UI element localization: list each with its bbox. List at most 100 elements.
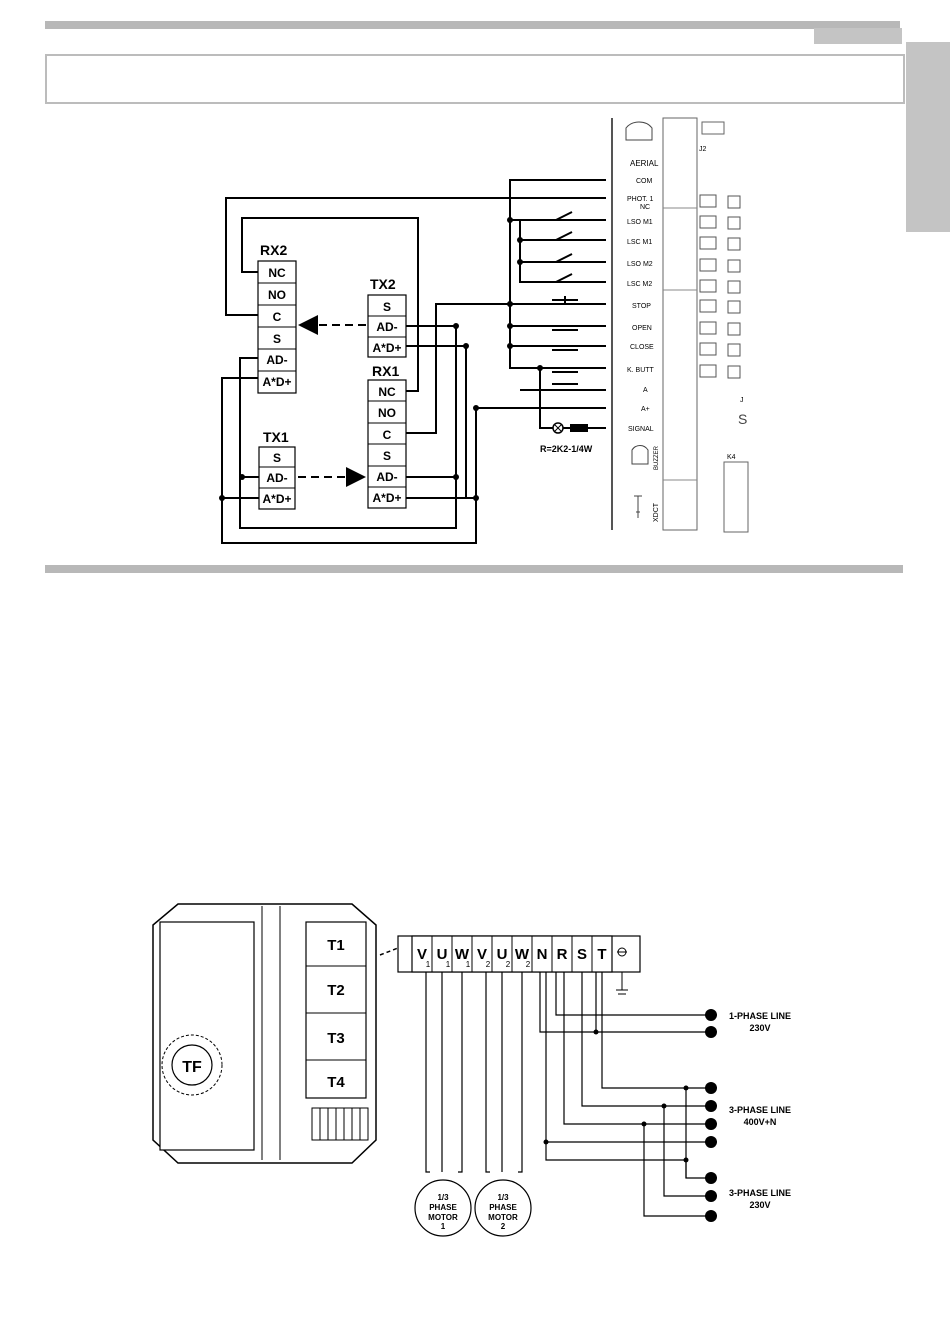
section-separator xyxy=(45,565,903,573)
rx2-label: RX2 xyxy=(260,242,287,258)
motor1-motor: MOTOR xyxy=(428,1213,458,1222)
earth-icon xyxy=(616,947,628,995)
motor1-ratio: 1/3 xyxy=(437,1193,449,1202)
motor-junctions xyxy=(543,1029,689,1163)
rx1-block: RX1 NC NO C S AD- A*D+ xyxy=(367,363,407,509)
junction-dots xyxy=(219,217,543,501)
term-v1: V xyxy=(417,946,427,963)
tx2-label: TX2 xyxy=(370,276,396,292)
rx1-c: C xyxy=(383,428,392,442)
board-j: J xyxy=(740,397,744,404)
side-section-tab xyxy=(906,42,950,232)
board-k-butt: K. BUTT xyxy=(627,367,655,374)
board-lsc-m1: LSC M1 xyxy=(627,239,652,246)
rx2-s: S xyxy=(273,332,281,346)
buzzer-icon xyxy=(631,445,649,465)
terminal-strip: V U W V U W N R S T 1 1 1 2 2 2 xyxy=(397,935,641,995)
board-close: CLOSE xyxy=(630,344,654,351)
motor1-phase: PHASE xyxy=(429,1203,457,1212)
rx1-ad-plus: A*D+ xyxy=(372,491,401,505)
fuse-t2: T2 xyxy=(327,982,345,999)
motor2-motor: MOTOR xyxy=(488,1213,518,1222)
board-k4: K4 xyxy=(727,454,736,461)
resistor-label: R=2K2-1/4W xyxy=(540,444,593,454)
term-v1-sub: 1 xyxy=(426,960,431,969)
board-j2: J2 xyxy=(699,146,707,153)
board-lsc-m2: LSC M2 xyxy=(627,281,652,288)
board-open: OPEN xyxy=(632,325,652,332)
control-unit-box: TF T1 T2 T3 T4 xyxy=(152,903,377,1164)
term-s: S xyxy=(577,946,587,963)
motor2-phase: PHASE xyxy=(489,1203,517,1212)
control-board: AERIAL COM PHOT. 1 NC LSO M1 LSC M1 LSO … xyxy=(611,117,749,533)
line-1phase-voltage: 230V xyxy=(749,1023,770,1033)
term-t: T xyxy=(597,946,606,963)
term-w1: W xyxy=(455,946,470,963)
rx1-no: NO xyxy=(378,406,396,420)
term-v2-sub: 2 xyxy=(486,960,491,969)
term-w2: W xyxy=(515,946,530,963)
rx1-s: S xyxy=(383,449,391,463)
rx2-nc: NC xyxy=(268,266,286,280)
line-3phase-230-voltage: 230V xyxy=(749,1200,770,1210)
fuse-t3: T3 xyxy=(327,1030,345,1047)
board-s: S xyxy=(738,411,747,427)
term-w1-sub: 1 xyxy=(466,960,471,969)
board-phot: PHOT. 1 xyxy=(627,196,654,203)
rx2-no: NO xyxy=(268,288,286,302)
motor-wires xyxy=(425,972,706,1217)
board-com: COM xyxy=(636,178,653,185)
board-nc: NC xyxy=(640,204,650,211)
term-w2-sub: 2 xyxy=(526,960,531,969)
key-icon xyxy=(634,495,642,518)
term-u2: U xyxy=(497,946,508,963)
term-u1-sub: 1 xyxy=(446,960,451,969)
signal-lamp-resistor: R=2K2-1/4W xyxy=(540,422,593,454)
board-lso-m2: LSO M2 xyxy=(627,261,653,268)
rx1-ad-minus: AD- xyxy=(376,470,397,484)
motor1-number: 1 xyxy=(441,1222,446,1231)
header-tab xyxy=(814,28,902,44)
tx2-ad-minus: AD- xyxy=(376,320,397,334)
board-buzzer: BUZZER xyxy=(654,445,660,470)
fuse-t1: T1 xyxy=(327,937,345,954)
board-a-plus: A+ xyxy=(641,406,650,413)
line-terminal-dots xyxy=(705,1009,717,1222)
tx2-s: S xyxy=(383,300,391,314)
tx1-ad-minus: AD- xyxy=(266,471,287,485)
term-n: N xyxy=(537,946,548,963)
section-title-box xyxy=(45,54,905,104)
tx2-ad-plus: A*D+ xyxy=(372,341,401,355)
term-r: R xyxy=(557,946,568,963)
rx2-ad-plus: A*D+ xyxy=(262,375,291,389)
board-xdct: XDCT xyxy=(653,502,660,522)
motor-2: 1/3 PHASE MOTOR 2 xyxy=(474,1179,532,1237)
board-a: A xyxy=(643,387,648,394)
rx1-nc: NC xyxy=(378,385,396,399)
rx1-label: RX1 xyxy=(372,363,399,379)
header-bar xyxy=(45,21,900,29)
board-signal: SIGNAL xyxy=(628,426,654,433)
term-u2-sub: 2 xyxy=(506,960,511,969)
line-3phase-230-title: 3-PHASE LINE xyxy=(729,1188,791,1198)
term-v2: V xyxy=(477,946,487,963)
tx1-label: TX1 xyxy=(263,429,289,445)
board-stop: STOP xyxy=(632,303,651,310)
rx2-ad-minus: AD- xyxy=(266,353,287,367)
board-lso-m1: LSO M1 xyxy=(627,219,653,226)
board-aerial: AERIAL xyxy=(630,159,659,168)
line-3phase-400-voltage: 400V+N xyxy=(744,1117,777,1127)
motor2-number: 2 xyxy=(501,1222,506,1231)
motor-1: 1/3 PHASE MOTOR 1 xyxy=(414,1179,472,1237)
line-3phase-400-title: 3-PHASE LINE xyxy=(729,1105,791,1115)
line-1phase-title: 1-PHASE LINE xyxy=(729,1011,791,1021)
rx2-c: C xyxy=(273,310,282,324)
term-u1: U xyxy=(437,946,448,963)
tx1-block: TX1 S AD- A*D+ xyxy=(258,429,296,510)
rx2-block: RX2 NC NO C S AD- A*D+ xyxy=(257,242,297,394)
tx1-s: S xyxy=(273,451,281,465)
tx1-ad-plus: A*D+ xyxy=(262,492,291,506)
motor2-ratio: 1/3 xyxy=(497,1193,509,1202)
